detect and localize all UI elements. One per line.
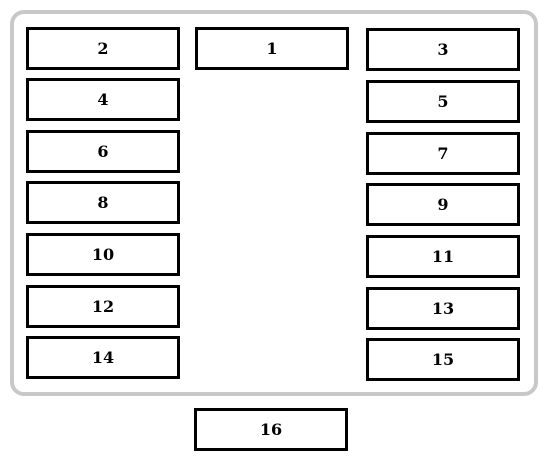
fuse-slot-14: 14: [26, 336, 180, 379]
fuse-label: 13: [431, 299, 455, 318]
fuse-slot-4: 4: [26, 78, 180, 121]
fuse-label: 7: [437, 144, 449, 163]
fuse-label: 14: [91, 348, 115, 367]
fuse-slot-10: 10: [26, 233, 180, 276]
fuse-slot-6: 6: [26, 130, 180, 173]
fuse-slot-8: 8: [26, 181, 180, 224]
fuse-label: 16: [259, 420, 283, 439]
fuse-slot-5: 5: [366, 80, 520, 123]
fuse-label: 11: [431, 247, 455, 266]
fuse-slot-13: 13: [366, 287, 520, 330]
fuse-slot-7: 7: [366, 132, 520, 175]
fuse-slot-11: 11: [366, 235, 520, 278]
fuse-label: 6: [97, 142, 109, 161]
fuse-slot-2: 2: [26, 27, 180, 70]
fuse-label: 10: [91, 245, 115, 264]
fuse-label: 12: [91, 297, 115, 316]
fuse-label: 15: [431, 350, 455, 369]
fuse-slot-3: 3: [366, 28, 520, 71]
fuse-label: 1: [266, 39, 278, 58]
fuse-label: 3: [437, 40, 449, 59]
fuse-slot-12: 12: [26, 285, 180, 328]
fuse-slot-16: 16: [194, 408, 348, 451]
fuse-label: 4: [97, 90, 109, 109]
fuse-label: 9: [437, 195, 449, 214]
fuse-slot-15: 15: [366, 338, 520, 381]
fuse-label: 2: [97, 39, 109, 58]
fuse-slot-9: 9: [366, 183, 520, 226]
fuse-slot-1: 1: [195, 27, 349, 70]
fuse-label: 5: [437, 92, 449, 111]
fuse-label: 8: [97, 193, 109, 212]
